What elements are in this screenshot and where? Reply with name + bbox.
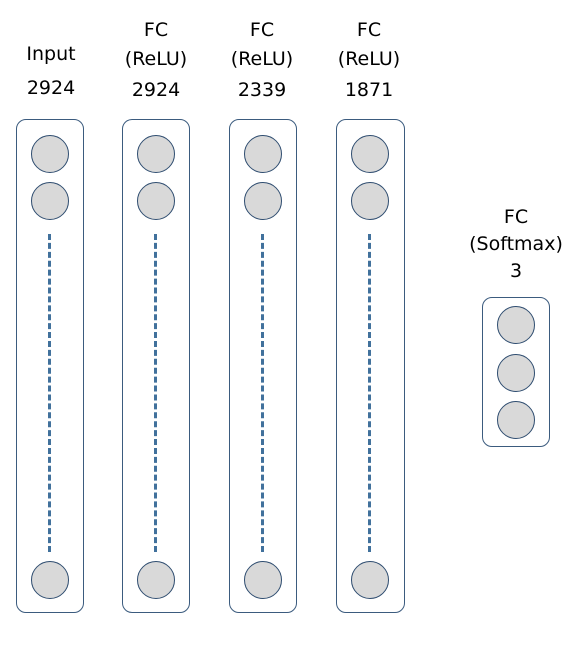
neuron-node [497,401,535,439]
layer-column-fc1 [122,119,190,613]
layer-size: 2924 [26,77,76,99]
layer-label-output: FC (Softmax) 3 [454,204,574,285]
ellipsis-dashed-line [48,234,51,552]
layer-name: FC [143,19,169,41]
layer-name: FC [503,206,529,228]
layer-label-fc1: FC (ReLU) 2924 [101,16,211,105]
layer-label-fc3: FC (ReLU) 1871 [314,16,424,105]
layer-activation: (ReLU) [337,48,401,70]
neuron-node [244,182,282,220]
neuron-node [351,561,389,599]
layer-name: Input [26,43,76,65]
layer-column-input [16,119,84,613]
ellipsis-dashed-line [368,234,371,552]
neuron-node [137,561,175,599]
layer-activation: (ReLU) [124,48,188,70]
neuron-node [244,135,282,173]
neuron-node [137,135,175,173]
neuron-node [244,561,282,599]
layer-activation: (ReLU) [230,48,294,70]
neuron-node [497,306,535,344]
layer-size: 3 [509,260,523,282]
ellipsis-dashed-line [261,234,264,552]
layer-activation: (Softmax) [469,233,563,255]
layer-size: 1871 [344,79,394,101]
neuron-node [31,561,69,599]
neuron-node [31,182,69,220]
layer-column-fc3 [336,119,405,613]
layer-size: 2924 [131,79,181,101]
layer-name: FC [249,19,275,41]
neuron-node [31,135,69,173]
layer-column-fc2 [229,119,297,613]
layer-label-fc2: FC (ReLU) 2339 [207,16,317,105]
layer-label-input: Input 2924 [0,40,106,103]
ellipsis-dashed-line [154,234,157,552]
neuron-node [497,354,535,392]
neuron-node [351,135,389,173]
layer-size: 2339 [237,79,287,101]
neuron-node [137,182,175,220]
neuron-node [351,182,389,220]
layer-name: FC [356,19,382,41]
layer-column-output [482,297,550,447]
